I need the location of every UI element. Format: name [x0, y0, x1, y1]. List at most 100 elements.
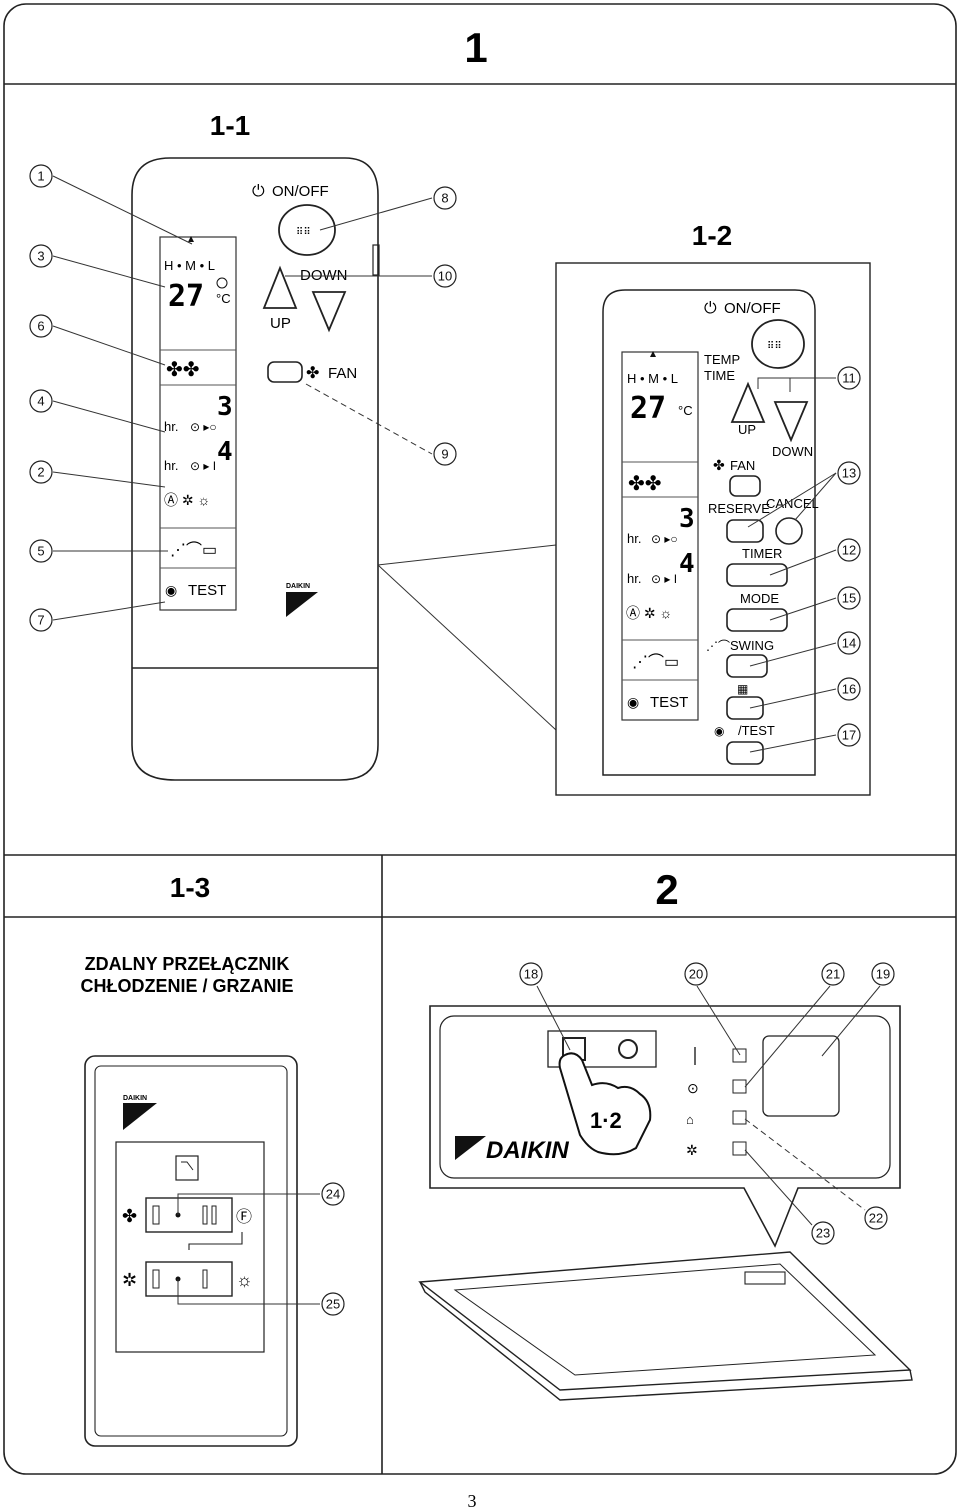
callout-23: [811, 1221, 835, 1245]
lcd2-digit-3: 3: [679, 504, 695, 534]
swing-label: SWING: [730, 638, 774, 653]
callout-18-text: 18: [524, 967, 538, 982]
remote-1-1-fan-label: FAN: [328, 365, 357, 382]
callout-10-text: 10: [438, 269, 452, 284]
remote-1-2-fan-icon: ✤: [713, 457, 725, 473]
callout-2: [29, 460, 53, 484]
callout-22-text: 22: [869, 1211, 883, 1226]
switch-thermo-icon: Ⓕ: [236, 1208, 252, 1226]
callout-16-text: 16: [842, 682, 856, 697]
power-icon-2: ⏻: [704, 300, 717, 317]
remote-1-1-up-label: UP: [270, 315, 291, 332]
callout-6-text: 6: [37, 319, 44, 334]
switch-indicator: [175, 1155, 199, 1181]
callout-numbers: 1 3 6 4 2 5 7 8 10 9 11 13 12 15 14 16 1…: [37, 169, 890, 1312]
remote-1-2-on-off-button[interactable]: [751, 319, 805, 369]
filter-button[interactable]: [726, 696, 764, 720]
lcd2-hr-1: hr.: [627, 531, 641, 546]
lcd-eye-icon: ◉: [165, 582, 177, 598]
callout-14-text: 14: [842, 636, 856, 651]
power-icon: ⏻: [252, 183, 265, 200]
mode-button[interactable]: [726, 608, 788, 632]
reserve-button[interactable]: [726, 519, 764, 543]
switch-title-line-1: ZDALNY PRZEŁĄCZNIK: [85, 954, 290, 974]
callout-3: [29, 244, 53, 268]
hand-icon: [558, 1052, 652, 1156]
callout-17-text: 17: [842, 728, 856, 743]
swing-icon: ⋰⌒: [706, 639, 730, 653]
lcd2-clock-icon-2: ⊙ ▸ I: [651, 572, 677, 586]
callout-markers: [29, 164, 895, 1316]
cancel-button[interactable]: [775, 517, 803, 545]
swing-button[interactable]: [726, 654, 768, 678]
remote-1-1-lcd: [159, 236, 237, 611]
detail-1-2-frame: [555, 262, 871, 796]
remote-1-1: H • M • L 27 °C ✤✤ hr. 3 ⊙ ▸○ 4 hr. ⊙ ▸ …: [131, 157, 380, 781]
remote-1-2-up-button[interactable]: [730, 381, 766, 423]
timer-button[interactable]: [726, 563, 788, 587]
lcd-hr-1: hr.: [164, 419, 178, 434]
ceiling-unit: [418, 1251, 913, 1401]
switch-fan-icon: ✤: [122, 1206, 137, 1226]
remote-1-2-fan-button[interactable]: [729, 475, 761, 497]
remote-1-2-body: [602, 289, 816, 776]
switch-logo-mark: [123, 1103, 157, 1130]
callout-3-text: 3: [37, 249, 44, 264]
section-1-1-heading: 1-1: [210, 110, 250, 141]
remote-1-2-lcd: [621, 351, 699, 721]
lcd-temp: 27: [168, 279, 204, 314]
fan-switch[interactable]: [145, 1197, 233, 1233]
callout-13-text: 13: [842, 466, 856, 481]
remote-1-1-up-button[interactable]: [262, 265, 298, 309]
callout-8: [433, 186, 457, 210]
callout-12-text: 12: [842, 543, 856, 558]
callout-12: [837, 538, 861, 562]
remote-1-1-down-button[interactable]: [311, 291, 347, 333]
callout-15-text: 15: [842, 591, 856, 606]
section-1-2-heading: 1-2: [692, 220, 732, 251]
callout-19: [871, 962, 895, 986]
fan-speed-pointer-icon-2: [650, 351, 656, 357]
on-off-grid-icon: ⠿⠿: [296, 227, 311, 238]
cancel-label: CANCEL: [766, 496, 819, 511]
time-label: TIME: [704, 368, 735, 383]
led-4: [732, 1141, 747, 1156]
callout-10: [433, 264, 457, 288]
callout-9-text: 9: [441, 447, 448, 462]
callout-19-text: 19: [876, 967, 890, 982]
callout-21: [821, 962, 845, 986]
fan-speed-pointer-icon: [188, 236, 194, 242]
receiver-window: [762, 1035, 840, 1117]
lcd2-unit: °C: [678, 403, 693, 418]
lcd-swing-icon: ⋰⌒▭: [170, 541, 217, 559]
mode-switch[interactable]: [145, 1261, 233, 1297]
led-icon-defrost: ✲: [686, 1142, 698, 1158]
lcd-unit: °C: [216, 291, 231, 306]
switch-title-line-2: CHŁODZENIE / GRZANIE: [80, 976, 293, 996]
remote-1-2-down-button[interactable]: [773, 401, 809, 443]
callout-6: [29, 314, 53, 338]
callout-7-text: 7: [37, 613, 44, 628]
callout-25-text: 25: [326, 1297, 340, 1312]
callout-18: [519, 962, 543, 986]
callout-14: [837, 631, 861, 655]
lcd2-fan-speed: H • M • L: [627, 371, 678, 386]
led-icon-timer: ⊙: [687, 1080, 699, 1096]
callout-4: [29, 389, 53, 413]
remote-1-2: H • M • L 27 °C ✤✤ hr. 3 ⊙ ▸○ 4 hr. ⊙ ▸ …: [602, 289, 819, 776]
callout-2-text: 2: [37, 465, 44, 480]
test-button[interactable]: [726, 741, 764, 765]
switch-housing: [84, 1055, 298, 1447]
callout-21-text: 21: [826, 967, 840, 982]
remote-1-1-fan-button[interactable]: [267, 361, 303, 383]
ceiling-unit-panel: [744, 1271, 786, 1285]
lcd2-swing-icon: ⋰⌒▭: [632, 653, 679, 671]
remote-1-1-on-off-button[interactable]: [278, 204, 336, 256]
panel-button-2[interactable]: [618, 1039, 638, 1059]
lcd-clock-icon: ⊙ ▸○: [190, 420, 217, 434]
temp-label: TEMP: [704, 352, 740, 367]
remote-1-2-on-off-label: ON/OFF: [724, 300, 781, 317]
callout-7: [29, 608, 53, 632]
filter-icon: ▦: [737, 682, 748, 696]
